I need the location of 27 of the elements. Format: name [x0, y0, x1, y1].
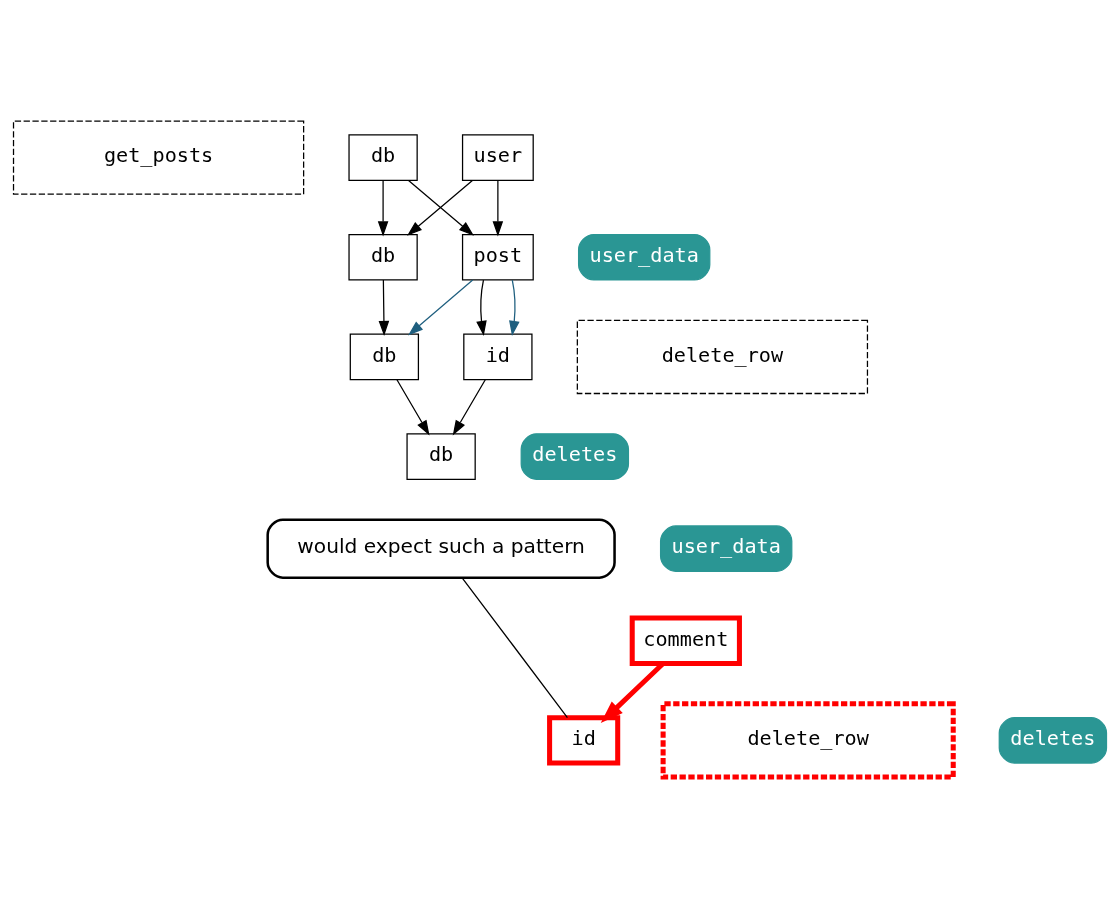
node-box: user: [461, 134, 534, 181]
node-box: user_data: [578, 233, 711, 281]
node-box: id: [463, 333, 533, 381]
arrow: [476, 279, 487, 337]
arrow: [378, 279, 390, 337]
node-box: db: [349, 333, 420, 381]
arrow: [408, 279, 474, 336]
arrow: [492, 179, 504, 237]
arrow: [377, 179, 389, 237]
node-box: would expect such a pattern: [266, 518, 616, 579]
node-box: deletes: [520, 433, 630, 480]
node-box: get_posts: [12, 120, 305, 195]
node-box: delete_row: [660, 701, 956, 780]
arrow: [452, 379, 486, 436]
arrow: [509, 279, 520, 337]
node-box: id: [547, 715, 621, 766]
arrow: [396, 379, 430, 436]
node-box: db: [348, 233, 418, 281]
node-box: post: [461, 233, 534, 281]
connector: [461, 577, 569, 719]
node-box: db: [406, 433, 476, 480]
node-box: deletes: [998, 717, 1108, 764]
node-box: user_data: [659, 525, 793, 572]
arrow: [407, 179, 474, 236]
node-box: db: [348, 134, 418, 181]
node-box: comment: [629, 615, 742, 666]
node-box: delete_row: [576, 319, 869, 395]
